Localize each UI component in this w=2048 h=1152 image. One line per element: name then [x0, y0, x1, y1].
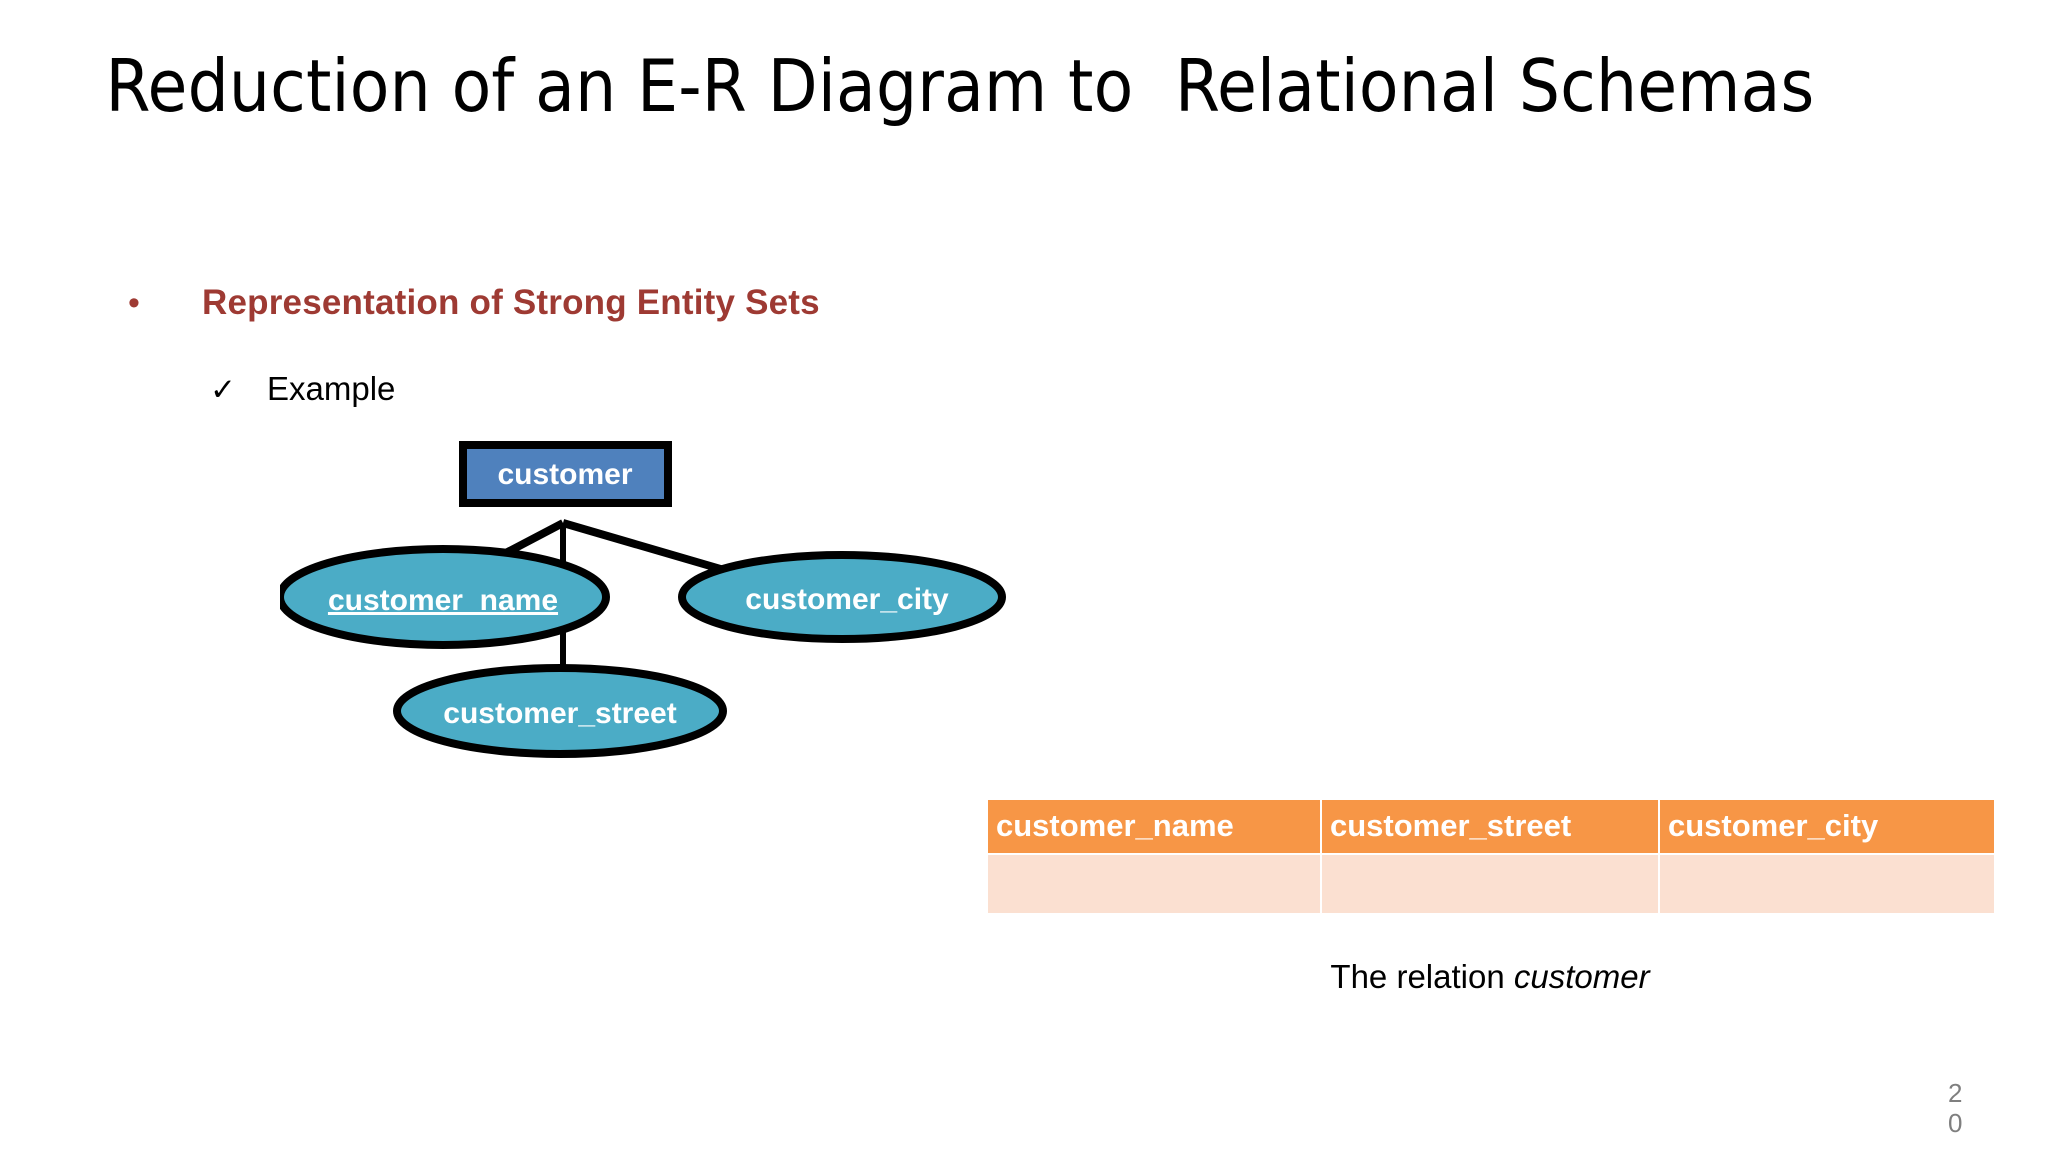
column-header-customer-street: customer_street — [1320, 798, 1660, 855]
er-attribute-customer-city: customer_city — [678, 551, 1006, 643]
attribute-label-customer-name: customer_name — [328, 584, 558, 617]
er-diagram: customer customer_name customer_city cus… — [280, 430, 1200, 770]
er-attribute-customer-name: customer_name — [280, 545, 610, 649]
attribute-label-customer-city: customer_city — [745, 583, 949, 616]
table-cell-customer-city — [1658, 853, 1996, 915]
attribute-ellipse-customer-street — [393, 664, 727, 758]
bullet-representation-strong-entity-sets: • Representation of Strong Entity Sets — [128, 283, 820, 323]
attribute-ellipse-customer-name — [280, 545, 610, 649]
table-cell-customer-street — [1320, 853, 1660, 915]
table-cell-customer-name — [986, 853, 1322, 915]
relation-caption-prefix: The relation — [1330, 958, 1514, 995]
column-header-customer-name: customer_name — [986, 798, 1322, 855]
bullet-marker-icon: • — [128, 284, 140, 322]
er-attribute-customer-street: customer_street — [393, 664, 727, 758]
bullet-level2-label: Example — [267, 370, 396, 407]
attribute-ellipse-customer-city — [678, 551, 1006, 643]
column-header-customer-city: customer_city — [1658, 798, 1996, 855]
page-title: Reduction of an E-R Diagram to Relationa… — [105, 44, 1815, 128]
table-header-row: customer_name customer_street customer_c… — [986, 798, 1996, 855]
attribute-label-customer-street: customer_street — [443, 697, 676, 730]
entity-label-customer: customer — [497, 458, 632, 491]
page-number: 20 — [1948, 1078, 1963, 1139]
relation-caption: The relation customer — [986, 958, 1994, 996]
relation-caption-name: customer — [1513, 958, 1650, 995]
table-row — [986, 853, 1996, 915]
bullet-example: ✓ Example — [210, 370, 395, 408]
checkmark-icon: ✓ — [210, 372, 236, 407]
er-entity-customer: customer — [459, 441, 672, 507]
bullet-level1-label: Representation of Strong Entity Sets — [202, 283, 820, 322]
entity-rect-customer — [459, 441, 672, 507]
relation-table: customer_name customer_street customer_c… — [986, 798, 1996, 915]
